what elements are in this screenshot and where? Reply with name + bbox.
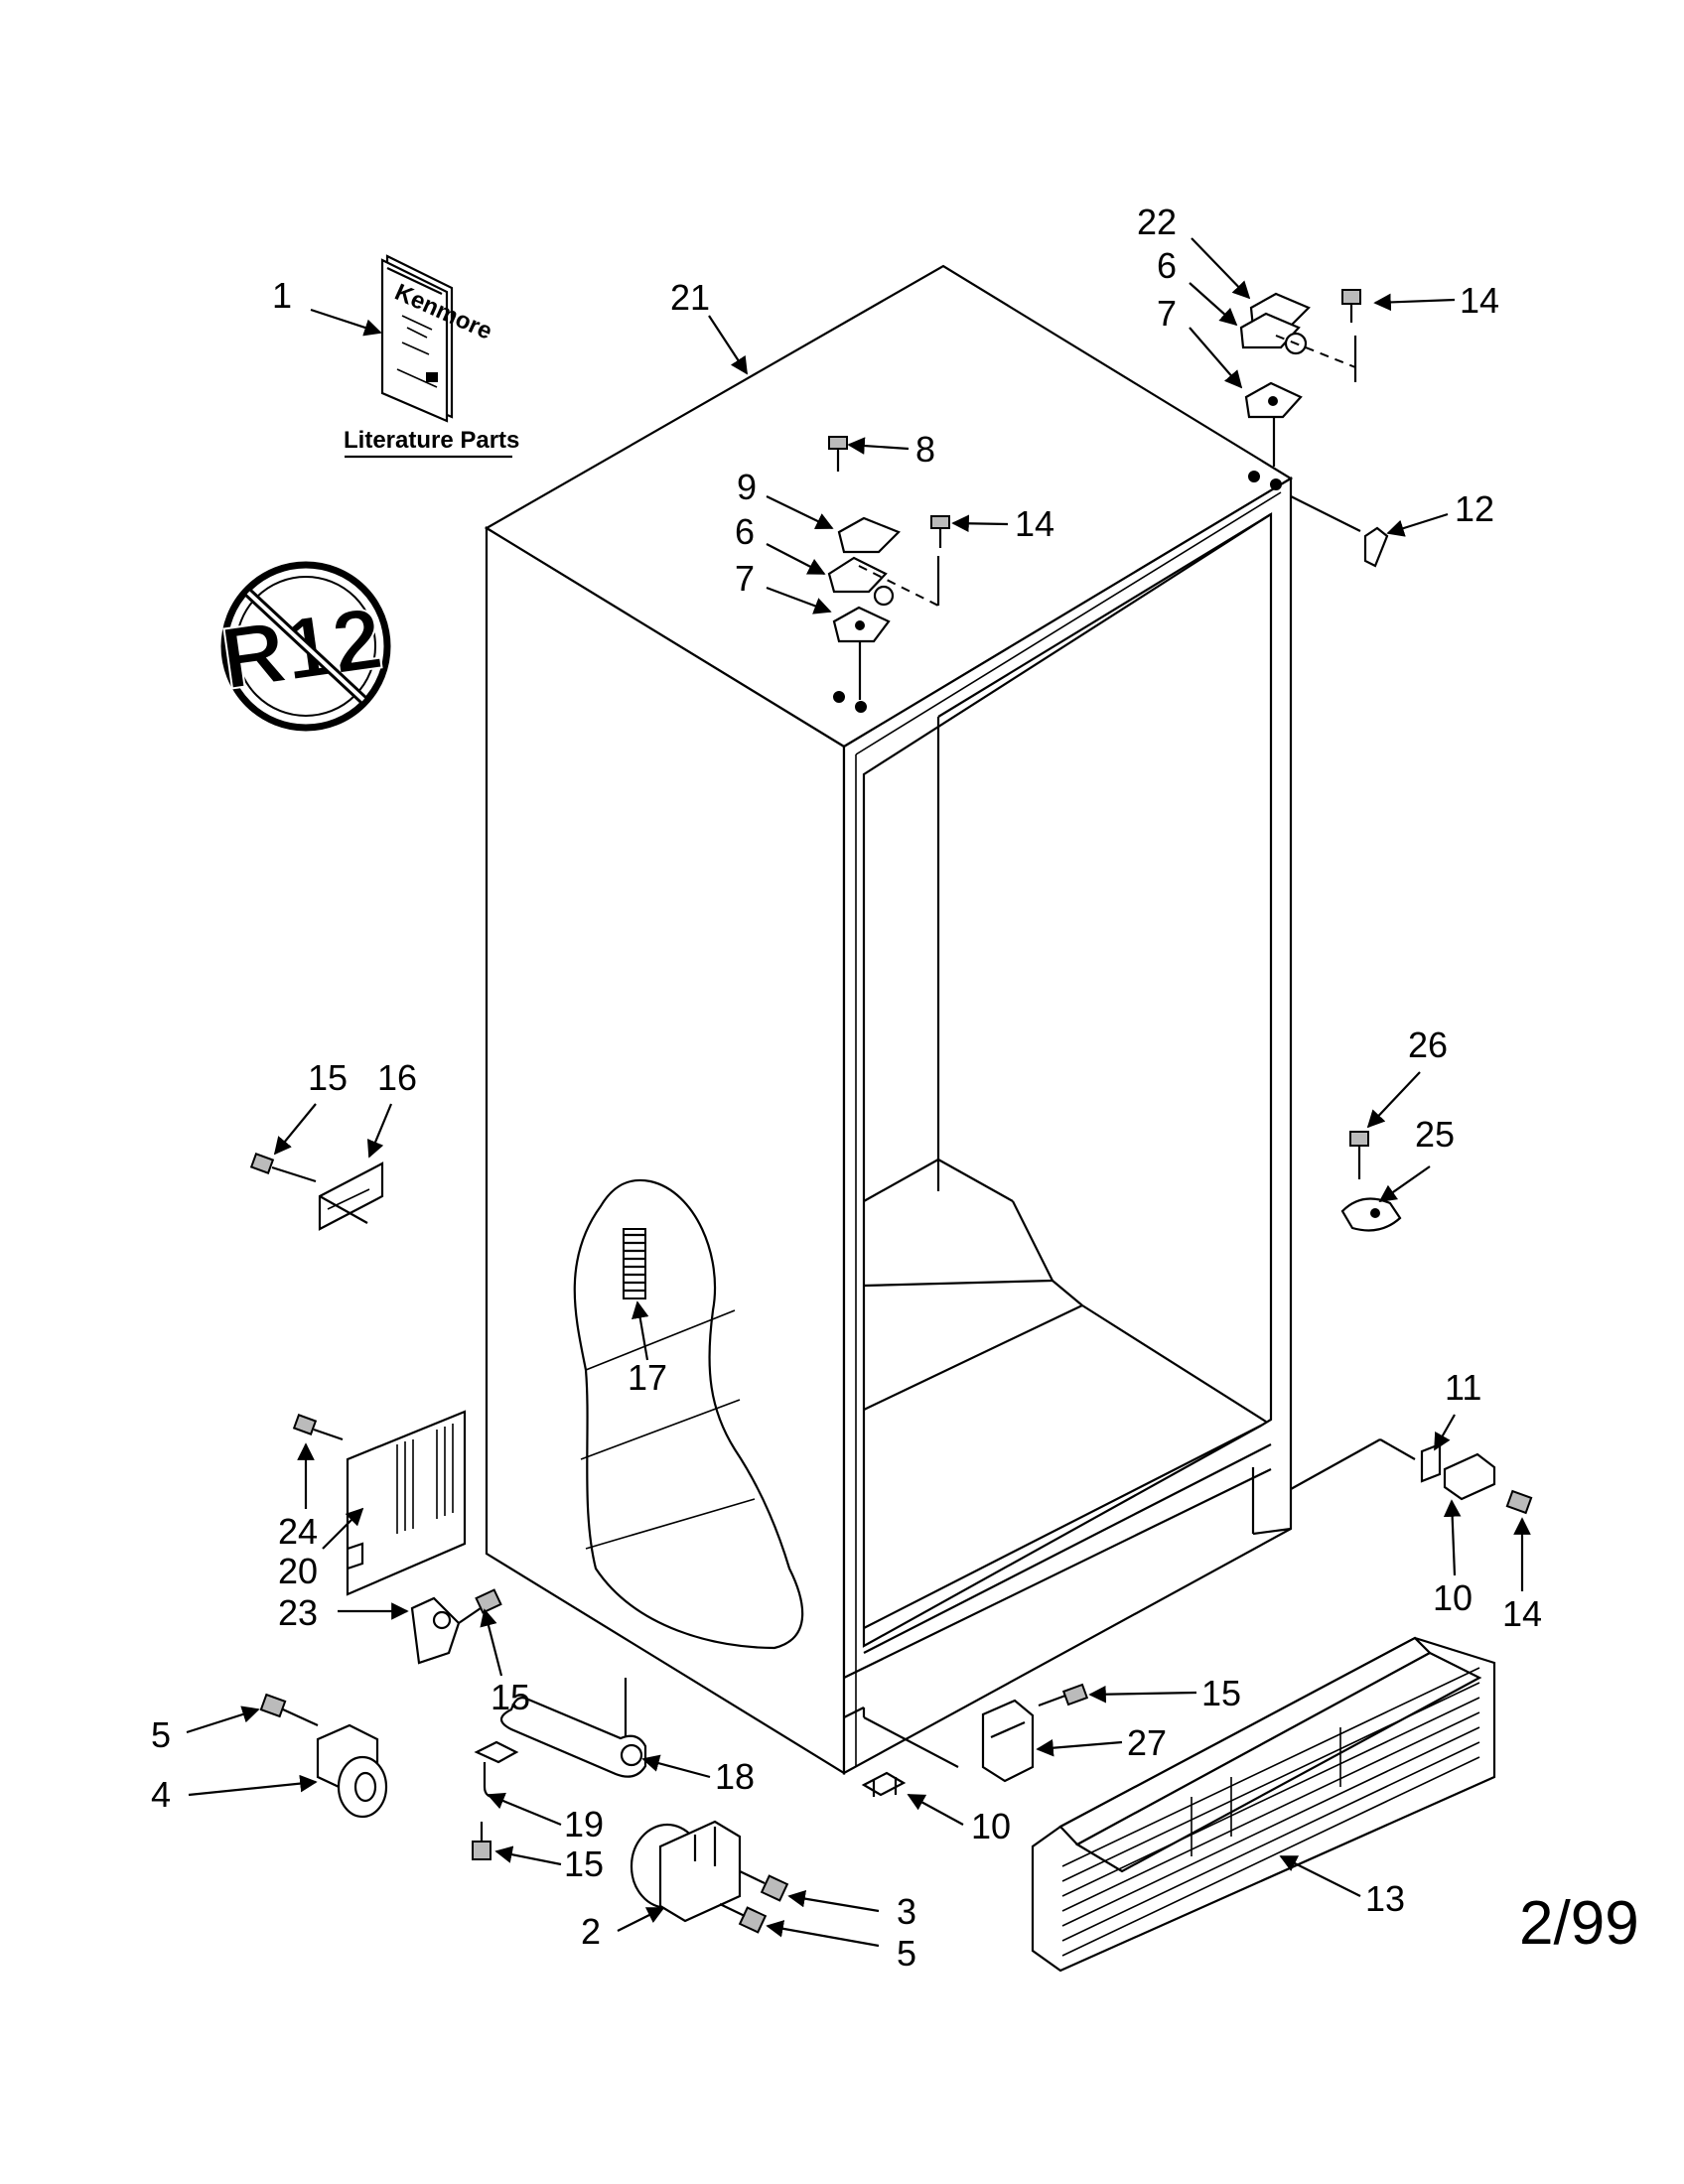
callout-4: 4 — [151, 1774, 171, 1815]
callout-17: 17 — [628, 1357, 667, 1398]
callout-1: 1 — [272, 275, 292, 316]
callout-21: 21 — [670, 277, 710, 318]
callout-23: 23 — [278, 1592, 318, 1633]
callout-8: 8 — [915, 429, 935, 470]
callout-labels: 1 21 22 6 7 14 8 9 6 14 7 12 15 16 26 25… — [151, 202, 1542, 1974]
clip-part-12 — [1290, 495, 1389, 568]
bracket-part-10-bottom — [861, 1771, 907, 1797]
callout-10-bottom: 10 — [971, 1806, 1011, 1846]
callout-2: 2 — [581, 1911, 601, 1952]
callout-9: 9 — [737, 467, 757, 507]
callout-22: 22 — [1137, 202, 1177, 242]
callout-18: 18 — [715, 1756, 755, 1797]
drain-spring — [623, 1228, 646, 1299]
callout-15-mid: 15 — [491, 1677, 530, 1717]
compressor-cover-part-20 — [292, 1410, 467, 1596]
bracket-part-16 — [249, 1153, 384, 1231]
bracket-part-11-10 — [1290, 1438, 1533, 1515]
callout-3: 3 — [897, 1891, 916, 1932]
callout-14-top-right: 14 — [1460, 280, 1499, 321]
callout-25: 25 — [1415, 1114, 1455, 1155]
caster-part-4 — [259, 1693, 388, 1819]
callout-14-center: 14 — [1015, 503, 1054, 544]
callout-20: 20 — [278, 1551, 318, 1591]
top-hinge-center — [827, 436, 950, 700]
callout-7-right: 7 — [1157, 293, 1177, 334]
callout-15-left: 15 — [308, 1057, 348, 1098]
toe-grille-part-13 — [1031, 1636, 1496, 1973]
callout-6-center: 6 — [735, 511, 755, 552]
callout-13: 13 — [1365, 1878, 1405, 1919]
callout-16: 16 — [377, 1057, 417, 1098]
no-r12-symbol: R12 — [214, 561, 391, 732]
callout-15-right: 15 — [1201, 1673, 1241, 1713]
roller-part-2 — [630, 1820, 789, 1934]
callout-26: 26 — [1408, 1024, 1448, 1065]
top-hinge-right — [1239, 289, 1361, 467]
callout-14-bottom-right: 14 — [1502, 1593, 1542, 1634]
insulation-cutaway — [573, 1178, 804, 1650]
callout-10-right: 10 — [1433, 1577, 1473, 1618]
callout-19: 19 — [564, 1804, 604, 1844]
literature-booklet: Kenmore Literature Parts — [344, 254, 519, 459]
date-code: 2/99 — [1519, 1889, 1639, 1958]
callout-5-left: 5 — [151, 1714, 171, 1755]
callout-27: 27 — [1127, 1722, 1167, 1763]
callout-6-right: 6 — [1157, 245, 1177, 286]
cabinet-liner — [484, 264, 1294, 1775]
callout-24: 24 — [278, 1511, 318, 1552]
callout-7-center: 7 — [735, 558, 755, 599]
drain-tube-part-18 — [472, 1678, 647, 1860]
bracket-part-25 — [1340, 1131, 1402, 1232]
literature-parts-label: Literature Parts — [344, 427, 519, 454]
callout-15-bottom: 15 — [564, 1843, 604, 1884]
callout-5-bottom: 5 — [897, 1933, 916, 1974]
clamp-part-23 — [410, 1588, 502, 1665]
bracket-part-27 — [862, 1683, 1089, 1783]
callout-12: 12 — [1455, 488, 1494, 529]
callout-arrows — [186, 237, 1531, 1948]
callout-11: 11 — [1445, 1367, 1481, 1408]
